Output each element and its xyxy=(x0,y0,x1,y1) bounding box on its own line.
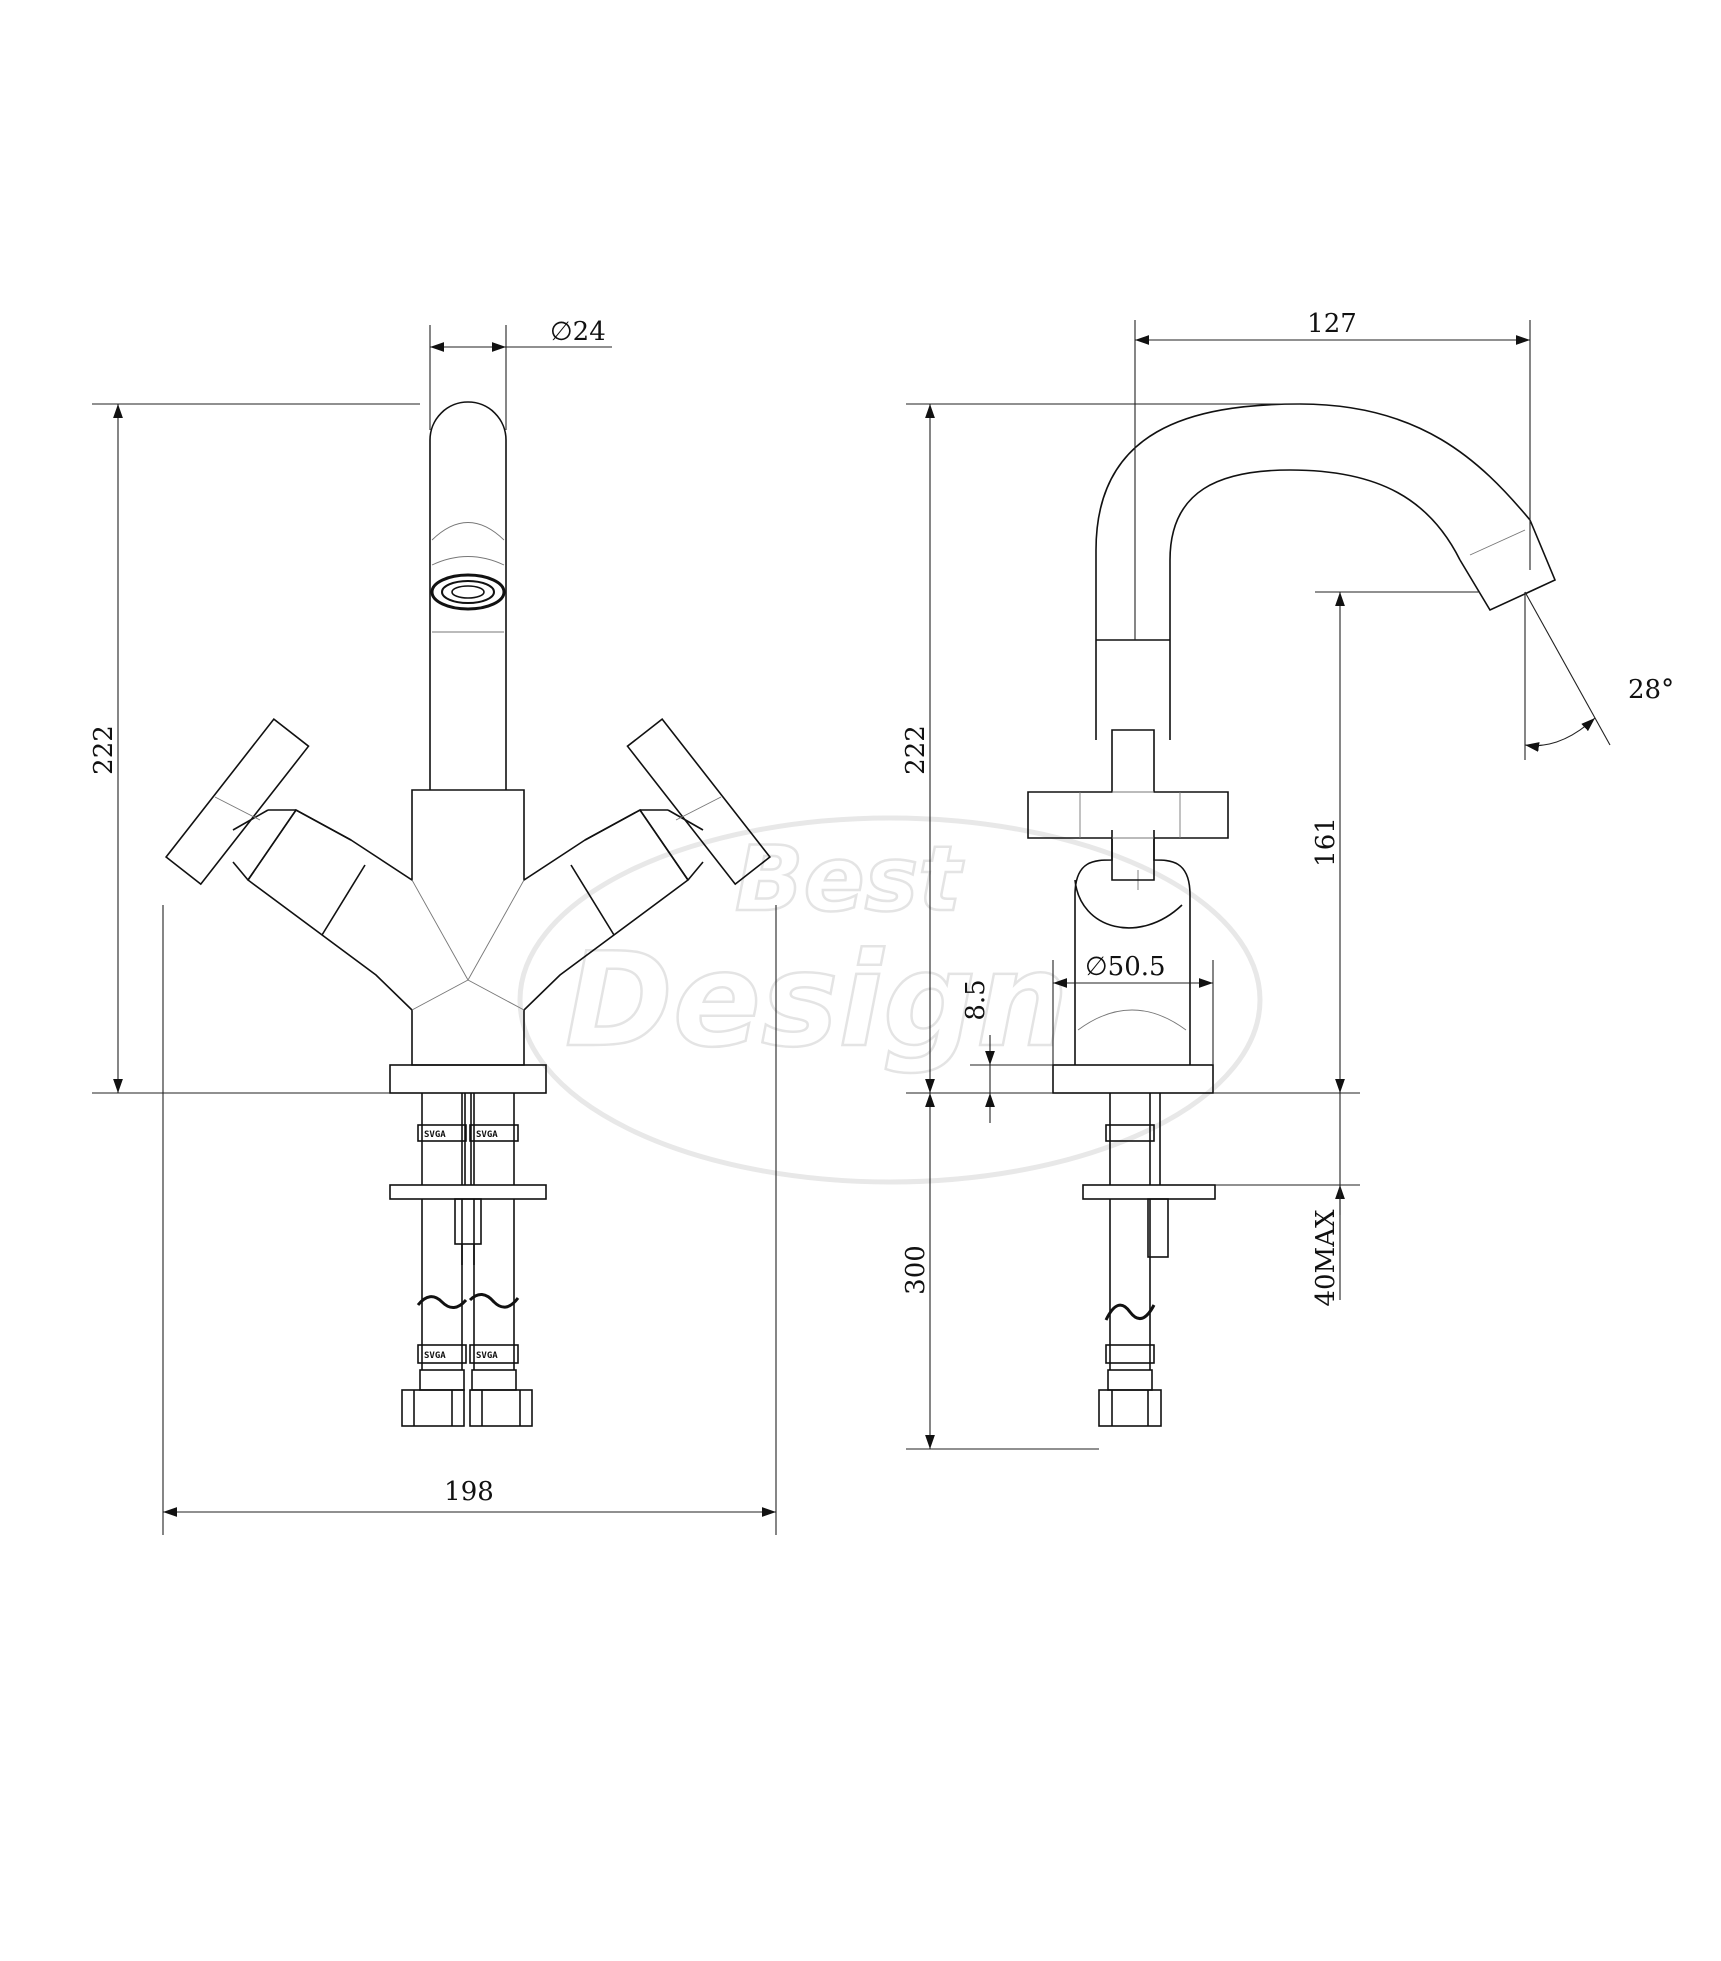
front-dimensions: ∅24 222 198 xyxy=(89,317,777,1535)
side-view: 127 222 161 28° ∅50.5 xyxy=(901,309,1674,1450)
dim-side-base-thickness: 8.5 xyxy=(961,979,991,1020)
front-spout xyxy=(429,401,507,790)
front-hose-label-left-lower: SVGA xyxy=(424,1351,446,1361)
front-hoses: SVGA SVGA SVGA SVGA xyxy=(389,1093,547,1427)
side-base-plate xyxy=(1052,1064,1214,1094)
front-view: SVGA SVGA SVGA SVGA xyxy=(89,317,777,1535)
front-right-handle xyxy=(570,717,772,936)
dim-side-max-deck: 40MAX xyxy=(1311,1209,1341,1306)
dim-front-width: 198 xyxy=(444,1477,494,1507)
front-hose-label-left: SVGA xyxy=(424,1130,446,1140)
side-hoses xyxy=(1082,1093,1216,1427)
front-base-plate xyxy=(389,1064,547,1094)
side-body xyxy=(1074,640,1191,1065)
side-dimensions: 127 222 161 28° ∅50.5 xyxy=(901,309,1674,1450)
dim-side-outlet-height: 161 xyxy=(1311,817,1341,867)
dim-front-height: 222 xyxy=(89,725,119,775)
dim-side-base-diameter: ∅50.5 xyxy=(1085,952,1166,982)
side-spout xyxy=(1095,403,1557,641)
watermark-line2: Design xyxy=(565,924,1069,1076)
front-hose-label-right-lower: SVGA xyxy=(476,1351,498,1361)
dim-side-height: 222 xyxy=(901,725,931,775)
side-cross-handle xyxy=(1027,729,1229,881)
dim-front-spout-diameter: ∅24 xyxy=(550,317,606,347)
dim-side-hose-length: 300 xyxy=(901,1245,931,1295)
dim-side-reach: 127 xyxy=(1307,309,1357,339)
watermark: Best Design xyxy=(517,815,1263,1185)
front-left-handle xyxy=(164,717,366,936)
front-hose-label-right: SVGA xyxy=(476,1130,498,1140)
dim-side-spout-angle: 28° xyxy=(1628,675,1674,705)
